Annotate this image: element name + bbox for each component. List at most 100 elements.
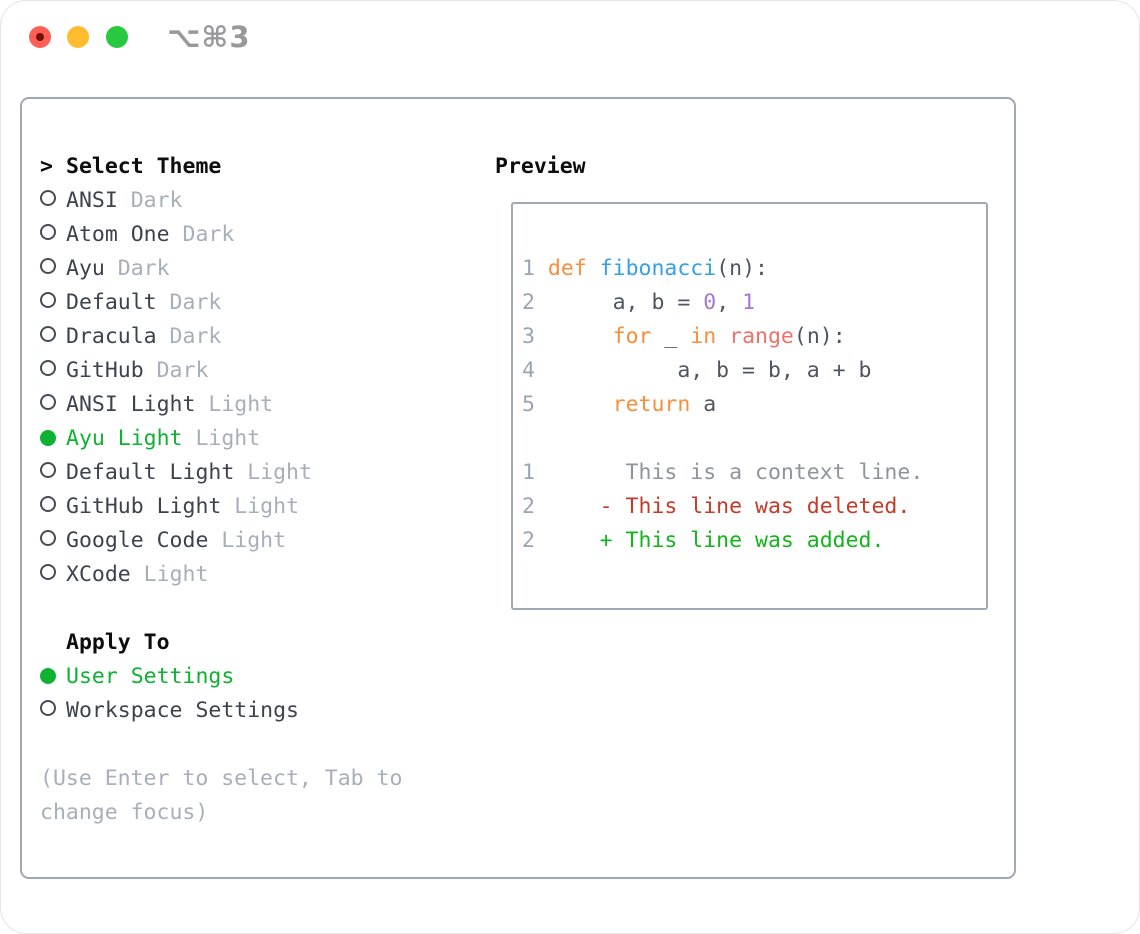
radio-marker — [40, 422, 66, 456]
radio-marker — [40, 320, 66, 354]
code-token-plain: a — [690, 392, 717, 417]
theme-item-ayu[interactable]: Ayu Dark — [40, 252, 485, 286]
code-token-plain — [548, 324, 613, 349]
code-token-number: 0 — [703, 290, 717, 315]
select-theme-title: Select Theme — [66, 154, 222, 179]
item-label: Default Light — [66, 460, 235, 485]
radio-marker — [40, 456, 66, 490]
item-variant-tag: Light — [195, 392, 274, 417]
item-variant-tag: Light — [208, 528, 287, 553]
theme-item-ayu-light[interactable]: Ayu Light Light — [40, 422, 485, 456]
code-token-keyword: in — [690, 324, 717, 349]
item-variant-tag: Dark — [143, 358, 209, 383]
theme-item-dracula[interactable]: Dracula Dark — [40, 320, 485, 354]
radio-unselected-icon — [40, 326, 56, 342]
item-label: Ayu — [66, 256, 105, 281]
radio-unselected-icon — [40, 700, 56, 716]
code-token-added: + This line was added. — [547, 528, 885, 553]
line-number: 2 — [522, 528, 548, 553]
item-label: XCode — [66, 562, 131, 587]
code-token-call: range — [729, 324, 794, 349]
code-line — [522, 422, 980, 456]
prompt-cursor-icon: > — [40, 154, 53, 179]
spacer — [40, 728, 485, 762]
item-variant-tag: Dark — [156, 290, 222, 315]
radio-unselected-icon — [40, 224, 56, 240]
radio-marker — [40, 524, 66, 558]
code-line: 2 a, b = 0, 1 — [522, 286, 980, 320]
theme-item-github[interactable]: GitHub Dark — [40, 354, 485, 388]
code-line: 5 return a — [522, 388, 980, 422]
code-token-keyword: return — [612, 392, 691, 417]
radio-unselected-icon — [40, 530, 56, 546]
theme-item-ansi[interactable]: ANSI Dark — [40, 184, 485, 218]
line-number: 1 — [522, 460, 548, 485]
traffic-light-zoom-button[interactable] — [106, 26, 128, 48]
theme-item-github-light[interactable]: GitHub Light Light — [40, 490, 485, 524]
radio-marker — [40, 252, 66, 286]
traffic-light-close-button[interactable] — [29, 26, 51, 48]
radio-marker — [40, 184, 66, 218]
theme-item-default-light[interactable]: Default Light Light — [40, 456, 485, 490]
radio-marker — [40, 558, 66, 592]
line-number: 2 — [522, 290, 548, 315]
item-variant-tag: Light — [182, 426, 261, 451]
theme-item-xcode[interactable]: XCode Light — [40, 558, 485, 592]
theme-item-default[interactable]: Default Dark — [40, 286, 485, 320]
item-label: Ayu Light — [66, 426, 183, 451]
radio-marker — [40, 660, 66, 694]
code-line: 2 - This line was deleted. — [522, 490, 980, 524]
item-variant-tag: Light — [130, 562, 209, 587]
radio-marker — [40, 286, 66, 320]
code-line: 4 a, b = b, a + b — [522, 354, 980, 388]
item-variant-tag: Dark — [156, 324, 222, 349]
code-line: 3 for _ in range(n): — [522, 320, 980, 354]
radio-unselected-icon — [40, 292, 56, 308]
radio-unselected-icon — [40, 462, 56, 478]
code-line: 1 def fibonacci(n): — [522, 252, 980, 286]
help-text: (Use Enter to select, Tab to change focu… — [40, 766, 403, 825]
radio-unselected-icon — [40, 258, 56, 274]
item-variant-tag: Light — [234, 460, 312, 485]
code-token-plain — [587, 256, 600, 281]
radio-selected-icon — [40, 668, 56, 684]
item-label: Workspace Settings — [66, 698, 299, 723]
item-label: Dracula — [66, 324, 157, 349]
code-token-keyword: for — [612, 324, 652, 349]
radio-unselected-icon — [40, 190, 56, 206]
item-label: ANSI — [66, 188, 118, 213]
radio-unselected-icon — [40, 564, 56, 580]
code-token-deleted: - This line was deleted. — [547, 494, 911, 519]
radio-unselected-icon — [40, 496, 56, 512]
radio-marker — [40, 490, 66, 524]
theme-item-google-code[interactable]: Google Code Light — [40, 524, 485, 558]
code-token-number: 1 — [742, 290, 756, 315]
theme-item-atom-one[interactable]: Atom One Dark — [40, 218, 485, 252]
apply-to-header: Apply To — [40, 626, 485, 660]
item-label: Atom One — [66, 222, 170, 247]
item-variant-tag: Dark — [104, 256, 170, 281]
line-number: 4 — [522, 358, 548, 383]
apply-to-option-workspace-settings[interactable]: Workspace Settings — [40, 694, 485, 728]
line-number: 5 — [522, 392, 548, 417]
code-token-function: fibonacci — [599, 256, 717, 281]
line-number: 1 — [522, 256, 548, 281]
code-token-plain — [716, 324, 729, 349]
apply-to-option-user-settings[interactable]: User Settings — [40, 660, 485, 694]
theme-item-ansi-light[interactable]: ANSI Light Light — [40, 388, 485, 422]
code-token-plain: _ — [651, 324, 691, 349]
code-token-context: This is a context line. — [547, 460, 924, 485]
item-label: Default — [66, 290, 157, 315]
item-variant-tag: Light — [221, 494, 300, 519]
code-token-plain: (n): — [716, 256, 768, 281]
line-number: 3 — [522, 324, 548, 349]
code-line: 1 This is a context line. — [522, 456, 980, 490]
radio-marker — [40, 388, 66, 422]
traffic-light-minimize-button[interactable] — [67, 26, 89, 48]
radio-unselected-icon — [40, 360, 56, 376]
